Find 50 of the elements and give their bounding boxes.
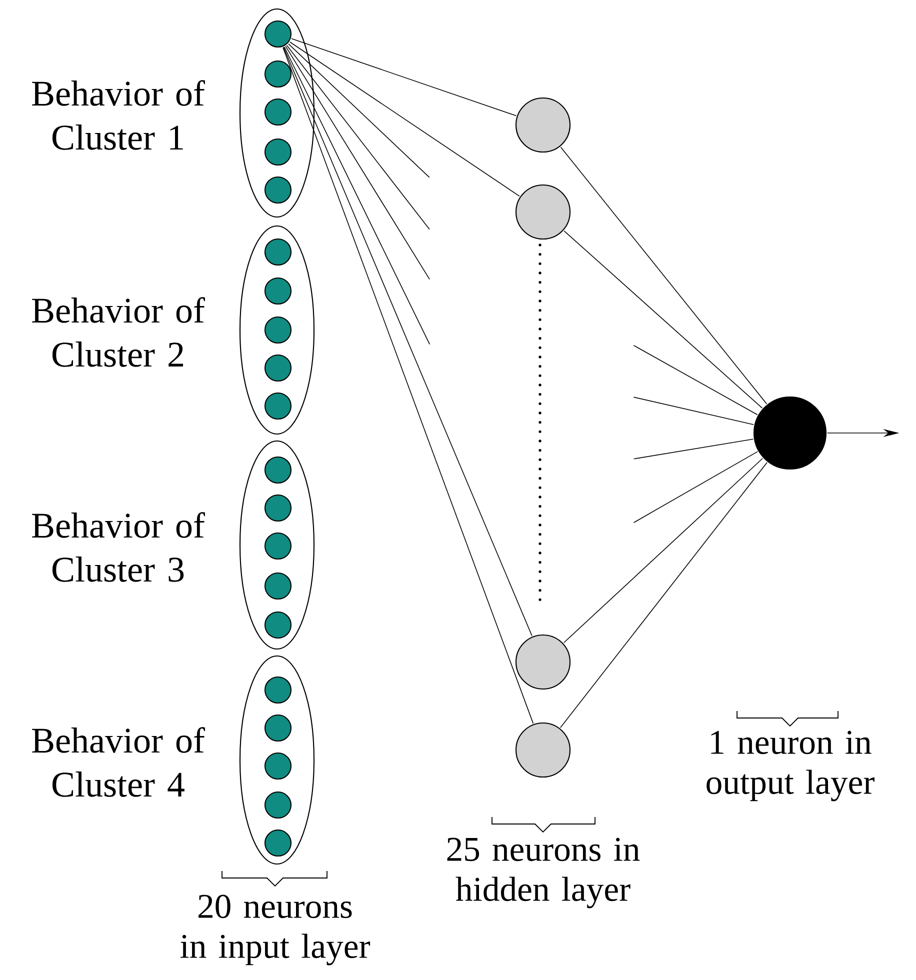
cluster-ellipse	[239, 225, 315, 435]
input-neuron	[264, 676, 292, 704]
input-neuron	[264, 20, 292, 48]
cluster-label: Behavior of Cluster 1	[32, 80, 205, 150]
hidden-neuron	[515, 634, 571, 690]
output-neuron	[753, 396, 827, 470]
input-neuron	[264, 714, 292, 742]
input-neuron	[264, 494, 292, 522]
cluster-ellipse	[239, 440, 315, 650]
connection-line	[563, 458, 764, 644]
input-neuron	[264, 456, 292, 484]
input-neuron	[264, 752, 292, 780]
input-neuron	[264, 176, 292, 204]
connection-line	[560, 462, 768, 728]
input-neuron	[264, 611, 292, 639]
connection-line	[291, 38, 517, 116]
connection-line	[633, 396, 754, 426]
input-neuron	[264, 392, 292, 420]
input-neuron	[264, 572, 292, 600]
layer-label: 25 neurons in hidden layer	[447, 838, 640, 908]
input-neuron	[264, 60, 292, 88]
connection-line	[290, 42, 520, 197]
hidden-neuron	[515, 184, 571, 240]
input-neuron	[264, 316, 292, 344]
hidden-neuron	[515, 722, 571, 778]
input-neuron	[264, 98, 292, 126]
input-neuron	[264, 532, 292, 560]
hidden-neuron	[515, 97, 571, 153]
input-neuron	[264, 829, 292, 857]
cluster-label: Behavior of Cluster 3	[32, 512, 205, 582]
connection-line	[284, 46, 430, 345]
layer-label: 20 neurons in input layer	[180, 894, 370, 966]
connection-line	[564, 230, 763, 408]
cluster-label: Behavior of Cluster 2	[32, 297, 205, 367]
cluster-label: Behavior of Cluster 4	[32, 727, 205, 797]
input-neuron	[264, 138, 292, 166]
cluster-ellipse	[239, 655, 315, 865]
cluster-ellipse	[239, 8, 315, 218]
input-neuron	[264, 791, 292, 819]
input-neuron	[264, 354, 292, 382]
connection-line	[288, 43, 430, 178]
input-neuron	[264, 238, 292, 266]
connection-line	[285, 46, 430, 280]
connection-line	[633, 345, 758, 416]
connection-line	[286, 44, 430, 230]
connection-line	[560, 146, 768, 404]
connection-line	[633, 438, 754, 460]
connection-line	[633, 451, 758, 523]
layer-label: 1 neuron in output layer	[706, 730, 874, 802]
input-neuron	[264, 277, 292, 305]
